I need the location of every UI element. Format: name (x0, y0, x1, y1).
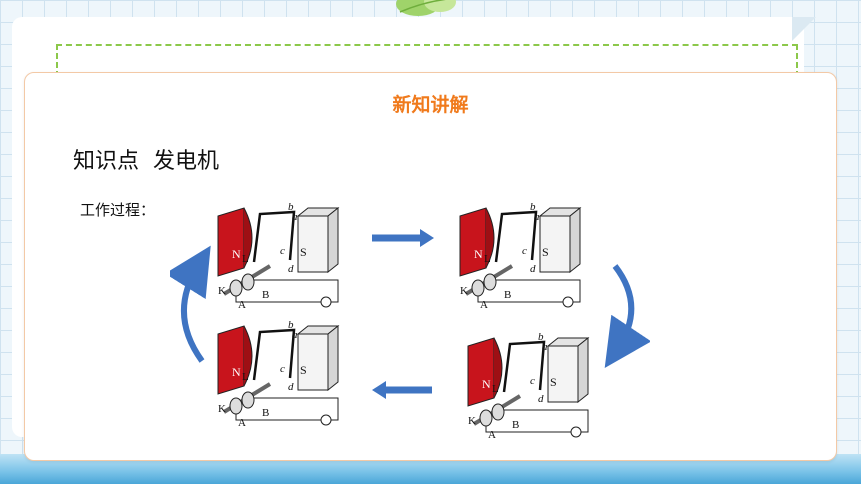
panel-letter: B (504, 289, 511, 301)
panel-letter: c (530, 375, 535, 387)
panel-letter: K (218, 403, 226, 415)
panel-letter: N (482, 377, 491, 391)
panel-letter: b (538, 332, 544, 343)
panel-letter: S (542, 245, 549, 259)
panel-letter: K (218, 285, 226, 297)
process-label: 工作过程： (80, 201, 156, 219)
panel-letter: B (262, 289, 269, 301)
panel-letter: L (242, 253, 249, 265)
generator-drawing: N Sab cdK L A B (217, 201, 340, 311)
panel-letter: B (262, 407, 269, 419)
panel-letter: K (460, 285, 468, 297)
arrow-curve-right-icon (604, 264, 650, 368)
generator-drawing: N Sab cdK L A B (459, 201, 582, 311)
panel-letter: c (280, 363, 285, 375)
generator-drawing: N Sab cdK L A B (217, 319, 340, 429)
panel-letter: a (292, 211, 298, 223)
panel-letter: d (288, 263, 294, 275)
panel-letter: a (292, 329, 298, 341)
panel-letter: L (484, 253, 491, 265)
panel-letter: N (474, 247, 483, 261)
page-heading: 知识点 发电机 (73, 149, 219, 174)
panel-letter: d (288, 381, 294, 393)
panel-letter: c (522, 245, 527, 257)
panel-letter: K (468, 415, 476, 427)
panel-letter: b (288, 320, 294, 331)
panel-letter: B (512, 419, 519, 431)
panel-letter: S (300, 245, 307, 259)
panel-letter: N (232, 365, 241, 379)
section-title: 新知讲解 (392, 94, 469, 116)
dashed-frame (56, 44, 798, 86)
panel-letter: a (534, 211, 540, 223)
panel-letter: c (280, 245, 285, 257)
panel-letter: S (300, 363, 307, 377)
panel-letter: A (488, 429, 496, 440)
content-card (24, 72, 837, 461)
panel-letter: a (542, 341, 548, 353)
generator-drawing: N Sab cdK L A B (467, 331, 590, 441)
arrow-left-icon (372, 381, 432, 399)
panel-letter: b (288, 202, 294, 213)
panel-letter: d (530, 263, 536, 275)
leaf-decoration (396, 0, 456, 16)
panel-letter: A (238, 417, 246, 428)
panel-letter: S (550, 375, 557, 389)
panel-letter: A (480, 299, 488, 310)
panel-letter: N (232, 247, 241, 261)
panel-letter: L (242, 371, 249, 383)
panel-letter: L (492, 383, 499, 395)
panel-letter: b (530, 202, 536, 213)
panel-letter: A (238, 299, 246, 310)
panel-letter: d (538, 393, 544, 405)
cycle-arrows (170, 229, 650, 399)
arrow-curve-left-icon (170, 245, 211, 363)
page-fold (792, 17, 816, 41)
arrow-right-icon (372, 229, 434, 247)
